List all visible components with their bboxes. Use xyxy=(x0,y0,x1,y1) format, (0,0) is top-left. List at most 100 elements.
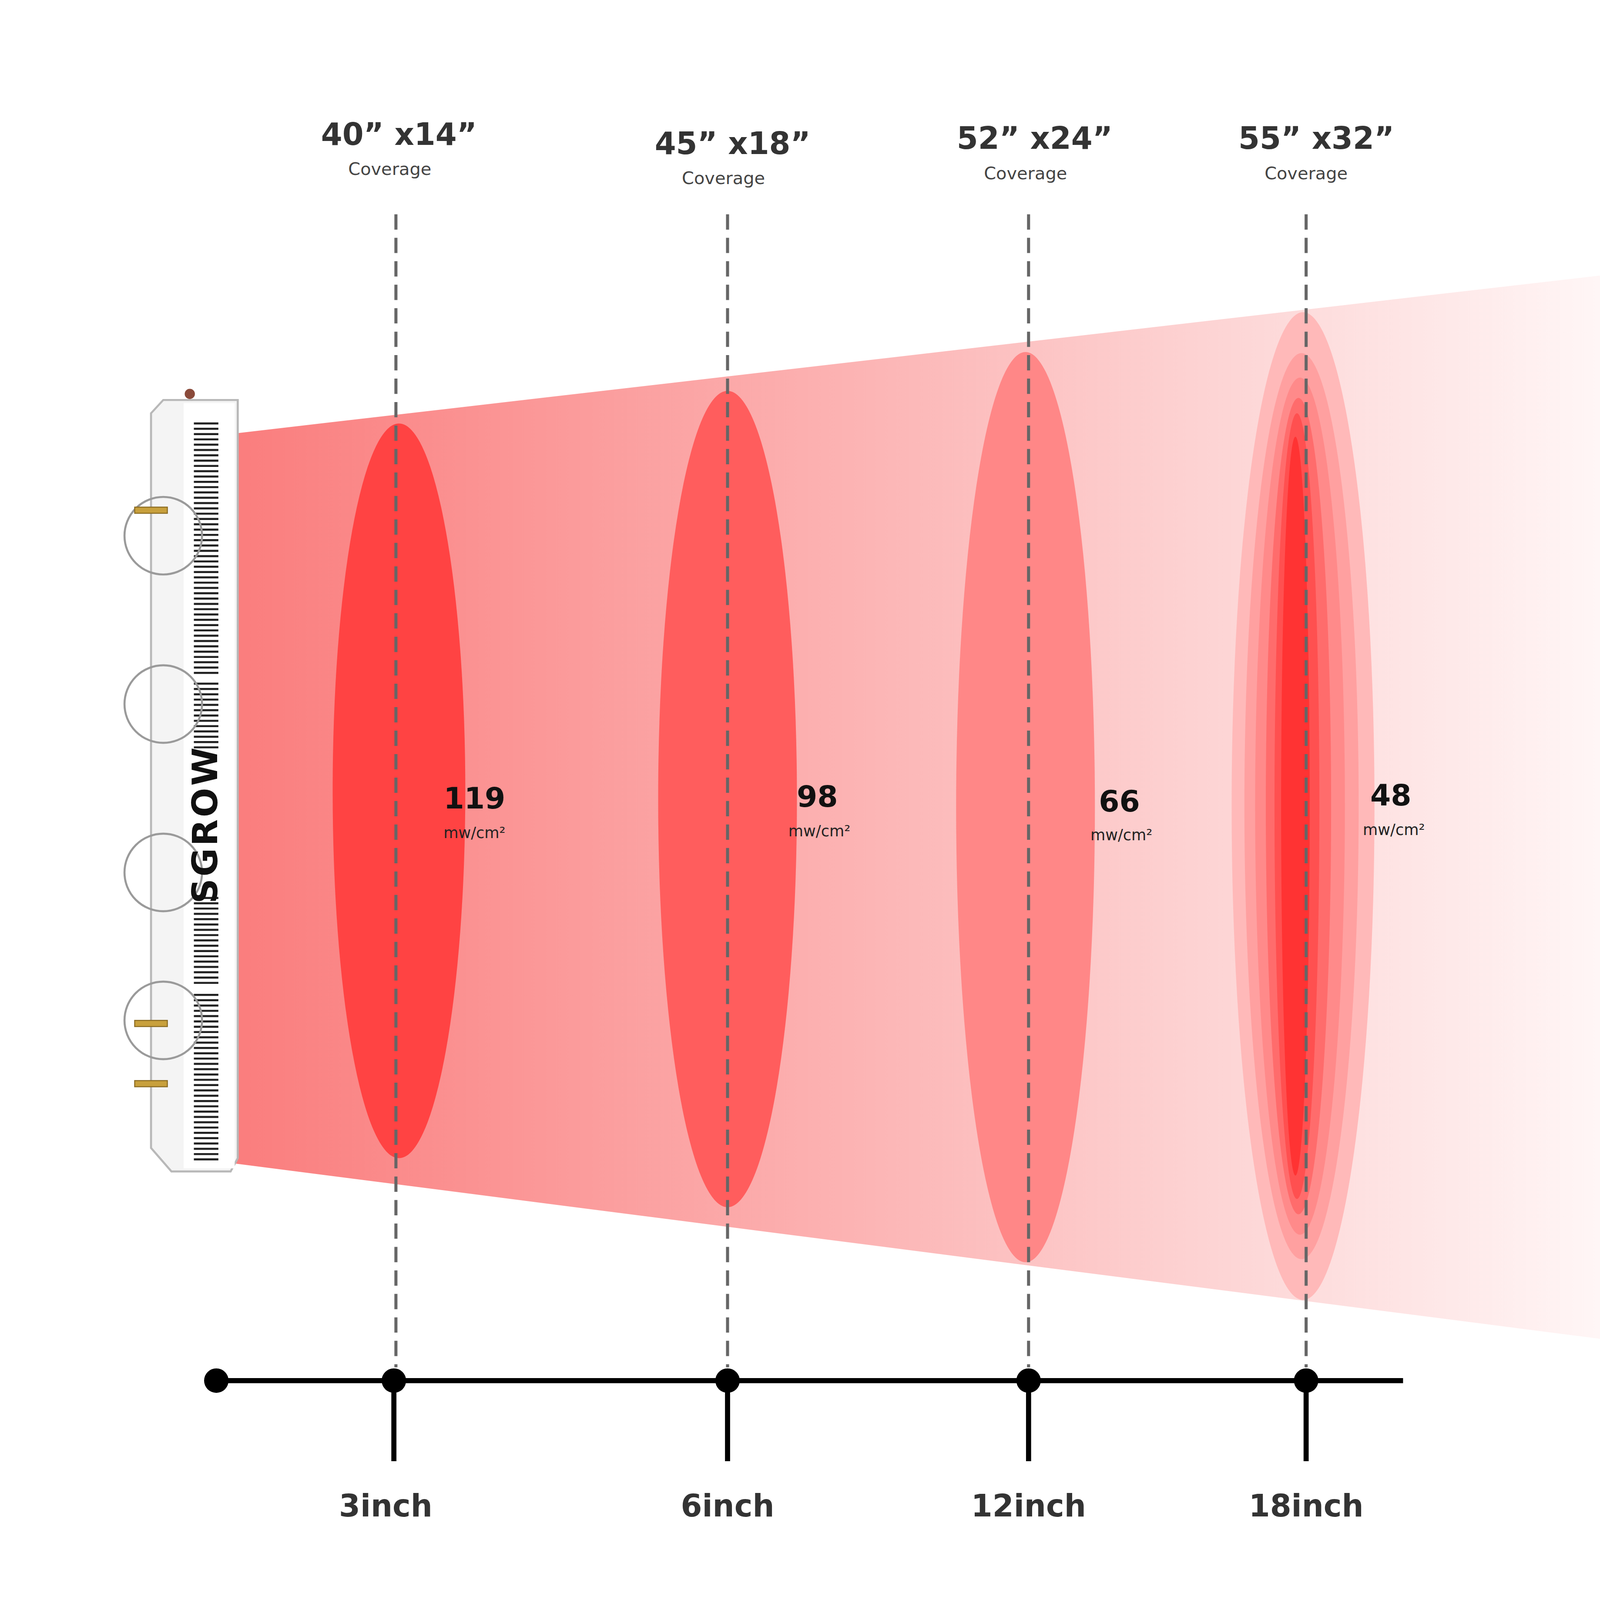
coverage-size: 45” x18” xyxy=(654,128,811,159)
distance-label: 18inch xyxy=(1248,1490,1364,1522)
vent-slot xyxy=(194,1083,219,1087)
vent-slot xyxy=(194,1100,219,1103)
vent-slot xyxy=(194,971,219,974)
vent-slot xyxy=(194,539,219,542)
vent-slot xyxy=(194,934,219,937)
vent-slot xyxy=(194,454,219,457)
vent-slot xyxy=(194,704,219,707)
vent-slot xyxy=(194,1057,219,1060)
vent-slot xyxy=(194,714,219,717)
irradiance-unit: mw/cm² xyxy=(1362,822,1426,839)
vent-slot xyxy=(194,944,219,947)
light-ring xyxy=(1231,312,1375,1301)
vent-slot xyxy=(194,613,219,616)
vent-slot xyxy=(194,427,219,430)
vent-slot xyxy=(194,1078,219,1081)
vent-slot xyxy=(194,1153,219,1156)
light-spot xyxy=(955,352,1095,1263)
vent-slot xyxy=(194,666,219,669)
vent-slot xyxy=(194,565,219,568)
vent-slot xyxy=(194,1009,219,1013)
vent-slot xyxy=(194,1142,219,1145)
coverage-size: 40” x14” xyxy=(321,119,477,150)
vent-slot xyxy=(194,512,219,515)
vent-slot xyxy=(194,533,219,537)
irradiance-value: 66 xyxy=(1098,787,1141,817)
vent-slot xyxy=(194,741,219,744)
vent-slot xyxy=(194,640,219,643)
vent-slot xyxy=(194,608,219,611)
guide-line xyxy=(1026,214,1030,1368)
vent-slot xyxy=(194,650,219,653)
light-ring xyxy=(1265,398,1332,1215)
vent-slot xyxy=(194,602,219,605)
vent-slot xyxy=(194,1068,219,1071)
vent-slot xyxy=(194,661,219,664)
vent-slot xyxy=(194,976,219,979)
irradiance-unit: mw/cm² xyxy=(443,825,506,842)
vent-slot xyxy=(194,502,219,505)
guide-line xyxy=(394,214,398,1368)
vent-slot xyxy=(194,576,219,579)
vent-slot xyxy=(194,459,219,462)
panel-face xyxy=(183,402,235,1169)
axis-dot xyxy=(204,1368,229,1393)
vent-slot xyxy=(194,1041,219,1044)
coverage-caption: Coverage xyxy=(681,169,765,188)
vent-slot xyxy=(194,1116,219,1119)
light-panel xyxy=(124,388,238,1172)
vent-slot xyxy=(194,544,219,547)
vent-slot xyxy=(194,528,219,531)
fan-grille xyxy=(124,496,202,575)
panel-body xyxy=(150,399,238,1172)
vent-slot xyxy=(194,570,219,574)
vent-slot xyxy=(194,907,219,910)
hanger-knob xyxy=(134,506,168,514)
vent-slot xyxy=(194,1063,219,1066)
vent-slot xyxy=(194,480,219,484)
vent-slot xyxy=(194,449,219,452)
vent-slot xyxy=(194,1073,219,1076)
hanger-knob xyxy=(134,1020,168,1027)
fan-grille xyxy=(124,981,202,1060)
irradiance-value: 98 xyxy=(796,781,839,812)
irradiance-value: 119 xyxy=(443,784,506,814)
light-spot xyxy=(1231,312,1375,1301)
vent-slot xyxy=(194,597,219,600)
vent-slot xyxy=(194,1015,219,1018)
vent-slot xyxy=(194,949,219,953)
hanger-knob xyxy=(134,1080,168,1087)
vent-slot xyxy=(194,928,219,931)
vent-slot xyxy=(194,966,219,969)
vent-slot xyxy=(194,618,219,621)
vent-slot xyxy=(194,1052,219,1055)
distance-label: 6inch xyxy=(680,1490,775,1522)
vent-slot xyxy=(194,709,219,712)
light-ring xyxy=(1254,377,1345,1235)
vent-slot xyxy=(194,587,219,590)
vent-slot xyxy=(194,1089,219,1092)
coverage-caption: Coverage xyxy=(348,160,432,178)
vent-slot xyxy=(194,523,219,526)
vent-slot xyxy=(194,491,219,494)
axis-dot xyxy=(1293,1368,1319,1393)
vent-slot xyxy=(194,1158,219,1161)
vent-slot xyxy=(194,592,219,595)
coverage-caption: Coverage xyxy=(983,164,1067,183)
coverage-size: 55” x32” xyxy=(1238,123,1395,155)
vent-slot xyxy=(194,955,219,958)
distance-label: 12inch xyxy=(971,1490,1087,1522)
vent-slot xyxy=(194,1094,219,1097)
axis-dot xyxy=(381,1368,406,1393)
vent-slot xyxy=(194,693,219,696)
axis-dot xyxy=(1016,1368,1041,1393)
coverage-size: 52” x24” xyxy=(956,123,1113,155)
vent-slot xyxy=(194,671,219,675)
vent-slot xyxy=(194,939,219,942)
vent-slot xyxy=(194,730,219,733)
vent-slot xyxy=(194,486,219,489)
vent-slot xyxy=(194,1126,219,1129)
light-beam xyxy=(232,275,1600,1339)
vent-slot xyxy=(194,634,219,638)
